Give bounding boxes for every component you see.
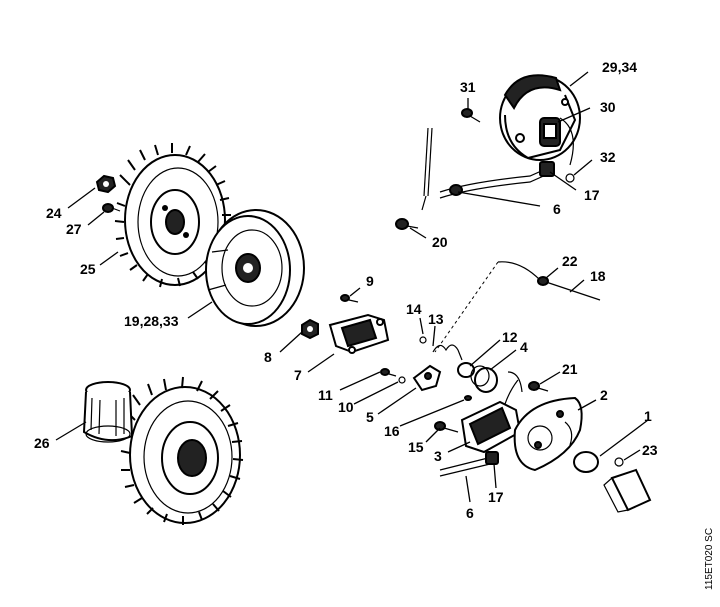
screw-21	[528, 381, 549, 392]
coil-7	[328, 313, 390, 354]
callout-17-upper: 17	[584, 187, 600, 203]
callout-19-28-33: 19,28,33	[124, 313, 179, 329]
ring-12	[457, 362, 475, 378]
callout-16: 16	[384, 423, 400, 439]
control-rod	[434, 261, 601, 353]
callout-13: 13	[428, 311, 444, 327]
lead-upper	[421, 127, 555, 211]
callout-31: 31	[460, 79, 476, 95]
callout-27: 27	[66, 221, 82, 237]
screw-11	[380, 368, 397, 377]
screw-15	[434, 421, 459, 433]
base-plate-2	[513, 396, 583, 472]
flywheel-upper	[114, 143, 231, 288]
callout-5: 5	[366, 409, 374, 425]
callout-9: 9	[366, 273, 374, 289]
callout-7: 7	[294, 367, 302, 383]
ignition-module-upper	[499, 74, 581, 166]
callout-4: 4	[520, 339, 528, 355]
callout-2: 2	[600, 387, 608, 403]
washer-10	[398, 376, 406, 384]
callout-3: 3	[434, 448, 442, 464]
screw-20	[395, 218, 419, 230]
nut-8	[301, 318, 319, 340]
callout-29-34: 29,34	[602, 59, 637, 75]
washer-16	[464, 395, 472, 401]
shaft-1	[573, 451, 652, 513]
ignition-coil-3	[460, 379, 522, 454]
screw-31	[461, 108, 481, 123]
screw-9	[340, 294, 359, 303]
callout-15: 15	[408, 439, 424, 455]
callout-14: 14	[406, 301, 422, 317]
callout-18: 18	[590, 268, 606, 284]
callout-10: 10	[338, 399, 354, 415]
leader-lines	[55, 71, 649, 503]
callout-6-lower: 6	[466, 505, 474, 521]
callout-26: 26	[34, 435, 50, 451]
callout-32: 32	[600, 149, 616, 165]
callout-1: 1	[644, 408, 652, 424]
callout-22: 22	[562, 253, 578, 269]
callout-8: 8	[264, 349, 272, 365]
screw-part	[102, 203, 121, 213]
cam-4	[470, 365, 523, 393]
washer-23	[614, 457, 624, 467]
callout-20: 20	[432, 234, 448, 250]
contact-breaker-5	[412, 364, 442, 392]
callout-labels: 31 29,34 30 32 17 6 20 24 27 25 19,28,33…	[34, 59, 658, 521]
callout-21: 21	[562, 361, 578, 377]
callout-12: 12	[502, 329, 518, 345]
washer-32	[565, 173, 575, 183]
spring-13	[432, 344, 463, 361]
callout-6-upper: 6	[553, 201, 561, 217]
drawing-code: 115ET020 SC	[704, 528, 715, 590]
flywheel-lower	[120, 376, 244, 525]
ring-part	[82, 381, 134, 443]
lead-lower	[439, 451, 499, 477]
callout-24: 24	[46, 205, 62, 221]
rotor	[205, 209, 305, 327]
callout-23: 23	[642, 442, 658, 458]
callout-17-lower: 17	[488, 489, 504, 505]
callout-11: 11	[318, 387, 333, 403]
callout-25: 25	[80, 261, 96, 277]
washer-14	[419, 336, 427, 344]
nut-part	[95, 174, 117, 194]
callout-30: 30	[600, 99, 616, 115]
